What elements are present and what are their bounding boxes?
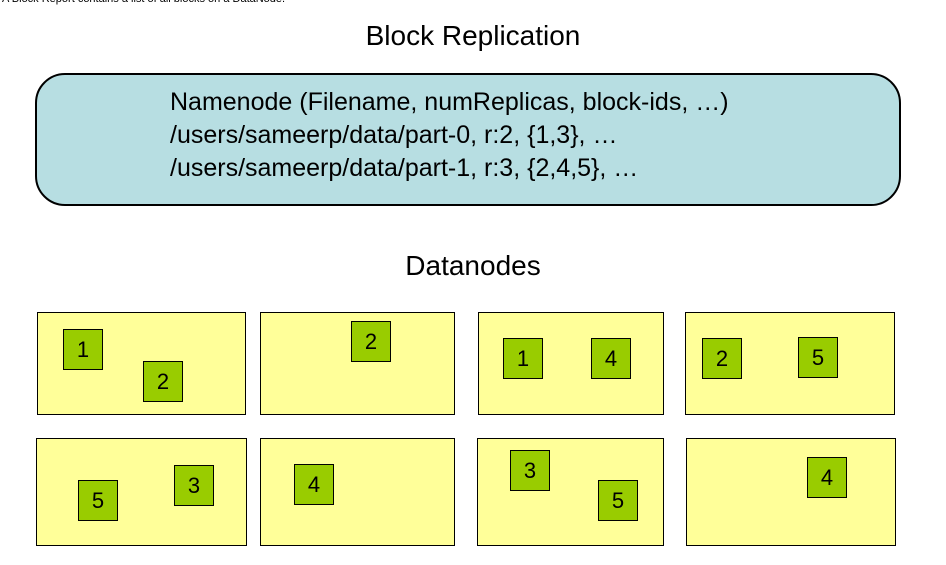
block-1: 1: [63, 329, 103, 370]
namenode-box: Namenode (Filename, numReplicas, block-i…: [35, 73, 901, 206]
datanodes-heading: Datanodes: [405, 250, 541, 281]
block-1: 1: [503, 338, 543, 379]
top-caption: A Block Report contains a list of all bl…: [2, 0, 285, 5]
block-3: 3: [174, 465, 214, 506]
block-2: 2: [702, 338, 742, 379]
block-5: 5: [78, 480, 118, 521]
block-5: 5: [798, 337, 838, 378]
namenode-file-entry-part1: /users/sameerp/data/part-1, r:3, {2,4,5}…: [170, 154, 639, 182]
datanode-box-8: 4: [686, 438, 896, 546]
block-4: 4: [591, 338, 631, 379]
datanode-box-2: 2: [260, 312, 455, 415]
block-4: 4: [807, 457, 847, 498]
datanode-box-6: 4: [260, 438, 455, 546]
block-5: 5: [598, 480, 638, 521]
block-3: 3: [510, 450, 550, 491]
block-2: 2: [351, 321, 391, 362]
namenode-header-line: Namenode (Filename, numReplicas, block-i…: [170, 88, 729, 116]
block-2: 2: [143, 361, 183, 402]
block-4: 4: [294, 464, 334, 505]
namenode-file-entry-part0: /users/sameerp/data/part-0, r:2, {1,3}, …: [170, 121, 618, 149]
slide-title: Block Replication: [365, 20, 581, 51]
